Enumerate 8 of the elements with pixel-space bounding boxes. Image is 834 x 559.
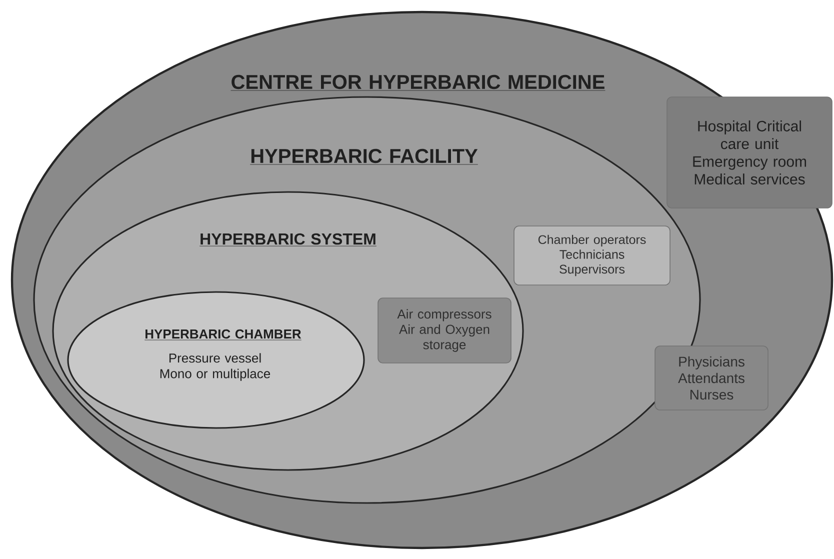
equipment-box: Air compressors Air and Oxygen storage	[378, 298, 512, 364]
role-box: Chamber operators Technicians Supervisors	[514, 226, 670, 286]
heading: HYPERBARIC FACILITY	[250, 148, 478, 165]
heading: HYPERBARIC CHAMBER	[144, 329, 302, 340]
description-text: Pressure vessel Mono or multiplace	[160, 353, 270, 381]
heading: HYPERBARIC SYSTEM	[199, 233, 377, 246]
heading: CENTRE FOR HYPERBARIC MEDICINE	[230, 74, 606, 91]
role-box: Physicians Attendants Nurses	[654, 346, 768, 410]
